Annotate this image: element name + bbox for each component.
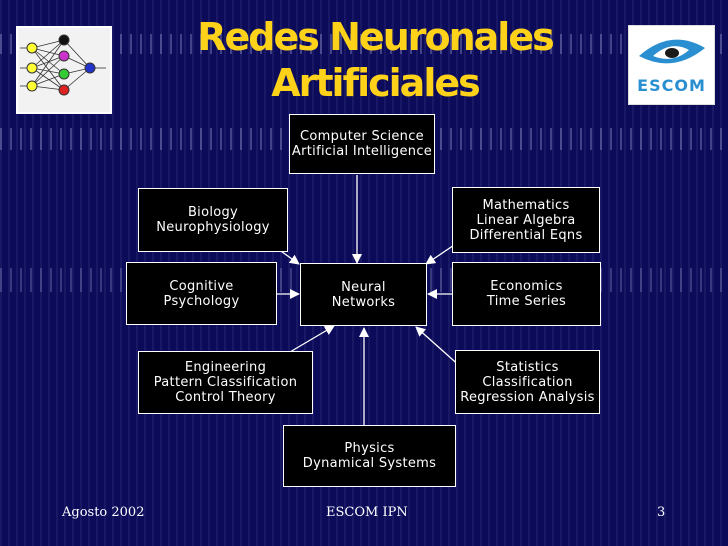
node-line: Regression Analysis	[460, 389, 595, 405]
node-engineering: Engineering Pattern Classification Contr…	[138, 351, 313, 414]
node-cognitive: Cognitive Psychology	[126, 262, 277, 325]
node-biology: Biology Neurophysiology	[138, 188, 288, 252]
footer-institution: ESCOM IPN	[326, 505, 408, 520]
footer-date: Agosto 2002	[62, 505, 145, 520]
node-line: Physics	[344, 441, 395, 456]
node-neural-networks: Neural Networks	[300, 263, 427, 326]
node-physics: Physics Dynamical Systems	[283, 425, 456, 487]
node-line: Dynamical Systems	[302, 456, 437, 471]
node-line: Artificial Intelligence	[291, 144, 433, 159]
node-line: Statistics	[496, 359, 559, 375]
node-line: Classification	[482, 374, 573, 390]
node-line: Engineering	[184, 360, 267, 375]
node-mathematics: Mathematics Linear Algebra Differential …	[452, 187, 600, 253]
neural-network-icon	[16, 26, 112, 114]
page-title: Redes Neuronales Artificiales	[150, 14, 600, 106]
title-line-2: Artificiales	[271, 61, 481, 105]
decorative-stripes	[0, 34, 728, 54]
page-number: 3	[657, 505, 666, 520]
node-line: Time Series	[486, 294, 567, 309]
node-line: Mathematics	[482, 197, 570, 213]
escom-logo: ESCOM	[628, 25, 715, 105]
node-line: Neurophysiology	[156, 220, 270, 235]
escom-logo-text: ESCOM	[637, 76, 706, 95]
node-line: Pattern Classification	[153, 375, 298, 390]
node-economics: Economics Time Series	[452, 262, 601, 326]
node-statistics: Statistics Classification Regression Ana…	[455, 350, 600, 414]
node-line: Networks	[331, 294, 396, 310]
node-line: Differential Eqns	[469, 227, 583, 243]
node-line: Control Theory	[175, 390, 276, 405]
node-line: Cognitive	[169, 278, 234, 294]
node-line: Neural	[341, 279, 386, 295]
node-computer-science: Computer Science Artificial Intelligence	[289, 114, 435, 174]
escom-eye-icon	[639, 39, 705, 64]
node-line: Linear Algebra	[476, 212, 576, 228]
arrow-engineering	[289, 325, 335, 353]
node-line: Biology	[187, 205, 239, 220]
node-line: Computer Science	[300, 129, 424, 144]
node-line: Psychology	[163, 293, 240, 309]
title-line-1: Redes Neuronales	[197, 15, 554, 59]
node-line: Economics	[490, 279, 563, 294]
